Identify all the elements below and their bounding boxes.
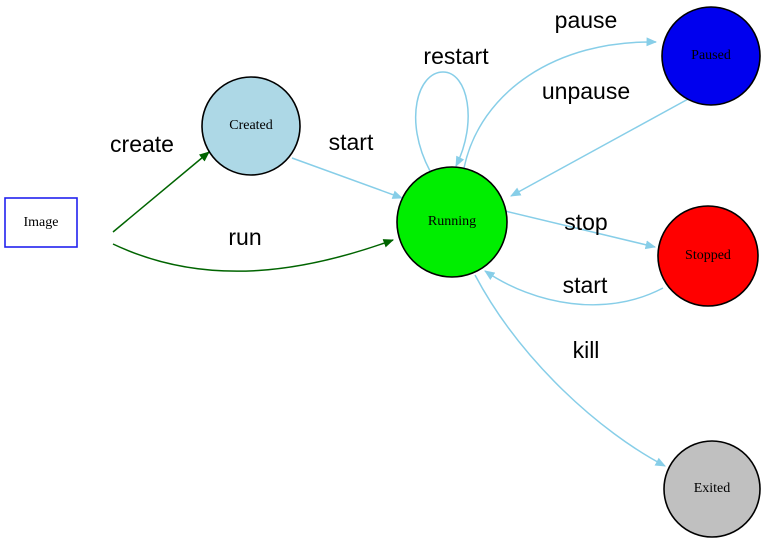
- node-exited[interactable]: Exited: [663, 440, 761, 538]
- edge-stop[interactable]: stop: [504, 209, 657, 250]
- node-exited-circle: [663, 440, 761, 538]
- node-running[interactable]: Running: [396, 166, 508, 278]
- edge-label-run: run: [228, 224, 261, 250]
- edge-label-stop: stop: [564, 209, 607, 235]
- node-image-rect: [4, 197, 78, 248]
- edge-create-path: [112, 151, 210, 233]
- edge-stop-path: [504, 210, 657, 250]
- edge-label-create: create: [110, 131, 174, 157]
- edge-pause[interactable]: pause: [463, 7, 658, 169]
- edge-kill-path: [474, 274, 666, 467]
- edge-run-path: [112, 239, 394, 272]
- edge-label-pause: pause: [555, 7, 618, 33]
- edge-start-stopped-path: [484, 270, 664, 306]
- edge-start-created[interactable]: start: [291, 129, 403, 199]
- edge-restart[interactable]: restart: [415, 43, 490, 172]
- node-created-circle: [201, 76, 301, 176]
- edge-unpause[interactable]: unpause: [510, 78, 691, 197]
- edge-label-start-stopped: start: [563, 272, 608, 298]
- edge-label-start-created: start: [329, 129, 374, 155]
- edge-start-created-path: [291, 157, 403, 199]
- node-paused-circle: [661, 6, 761, 106]
- edge-create[interactable]: create: [110, 131, 210, 233]
- edge-label-restart: restart: [423, 43, 489, 69]
- node-image[interactable]: Image: [4, 197, 78, 248]
- node-paused[interactable]: Paused: [661, 6, 761, 106]
- edge-run[interactable]: run: [112, 224, 394, 272]
- edge-kill[interactable]: kill: [474, 274, 666, 467]
- edge-pause-path: [463, 37, 658, 169]
- node-stopped[interactable]: Stopped: [657, 205, 759, 307]
- node-stopped-circle: [657, 205, 759, 307]
- edge-label-kill: kill: [573, 337, 600, 363]
- edge-restart-path: [415, 71, 469, 172]
- edge-label-unpause: unpause: [542, 78, 630, 104]
- edge-start-stopped[interactable]: start: [484, 270, 664, 306]
- edge-unpause-path: [510, 97, 691, 197]
- node-created[interactable]: Created: [201, 76, 301, 176]
- node-running-circle: [396, 166, 508, 278]
